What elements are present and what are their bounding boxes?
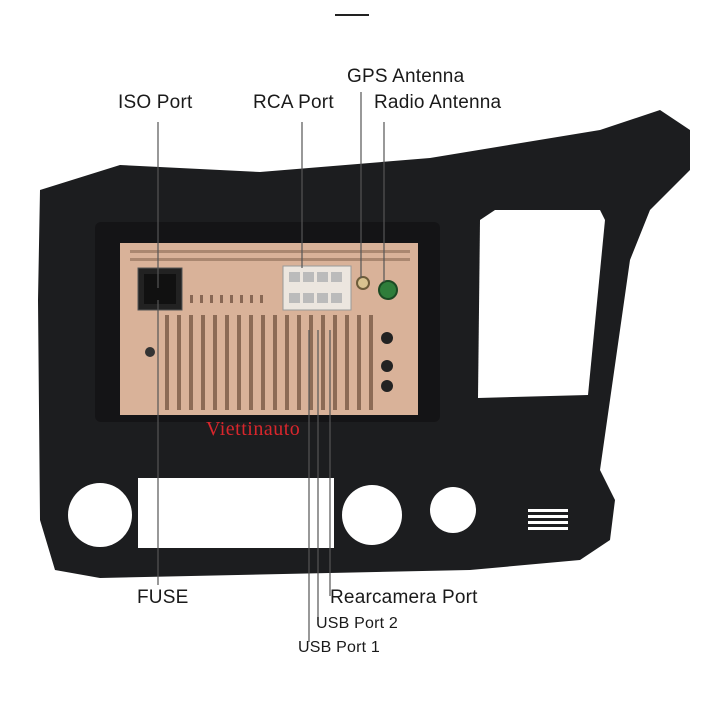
label-gps-antenna: GPS Antenna (347, 66, 465, 87)
label-usb-port-1: USB Port 1 (298, 639, 381, 656)
label-radio-antenna: Radio Antenna (374, 92, 502, 113)
rearcamera-socket (381, 380, 393, 392)
top-divider (335, 14, 369, 16)
usb-port-1-socket (381, 332, 393, 344)
watermark: Viettinauto (206, 418, 301, 440)
gps-connector (356, 276, 370, 290)
radio-connector (378, 280, 398, 300)
center-opening (138, 478, 334, 548)
vent-opening (478, 210, 605, 398)
knob-opening-left (68, 483, 132, 547)
ventilation-bars (165, 315, 373, 410)
usb-port-2-socket (381, 360, 393, 372)
knob-opening-right (430, 487, 476, 533)
label-usb-port-2: USB Port 2 (316, 615, 399, 632)
label-rca-port: RCA Port (253, 92, 334, 113)
label-iso-port: ISO Port (118, 92, 193, 113)
vent-slots (130, 250, 410, 261)
knob-opening-mid (342, 485, 402, 545)
leader-lines (157, 92, 385, 642)
label-fuse: FUSE (137, 587, 189, 608)
label-rearcamera-port: Rearcamera Port (330, 587, 478, 608)
side-grille (528, 509, 568, 530)
